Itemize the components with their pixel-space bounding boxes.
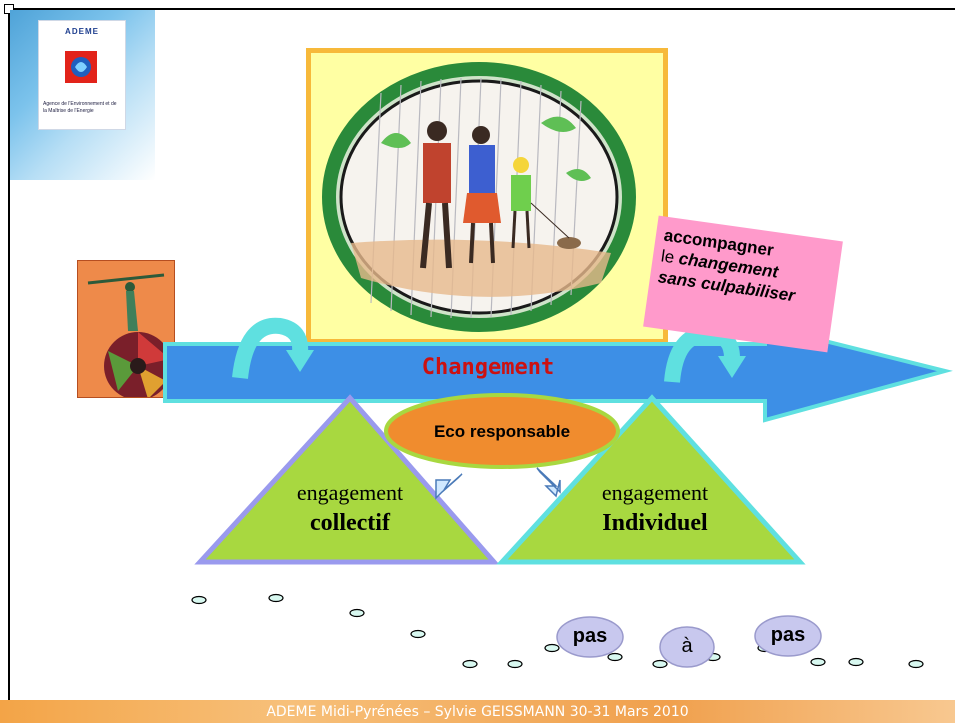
eco-label: Eco responsable [433,422,571,441]
eco-ellipse [384,393,620,469]
arrow-label: Changement [421,355,555,380]
diagonal-arrow-right-icon [536,467,561,498]
step-bubble-middle [659,626,715,668]
balancing-figure-drawing [78,261,174,397]
family-illustration [306,48,668,344]
curved-arrow-left-icon [232,317,314,379]
slide-frame [8,8,955,723]
triangle-collectif [194,394,500,565]
ademe-logo: ADEME Agence de l'Environnement et de la… [38,20,126,130]
collectif-line1: engagement [296,480,404,505]
step-label-right: pas [770,624,806,646]
pink-note-text: accompagner le changement sans culpabili… [657,225,840,312]
corner-marker [4,4,14,14]
step-label-left: pas [572,625,608,647]
family-drawing [322,62,636,332]
logo-subtitle: Agence de l'Environnement et de la Maîtr… [43,101,117,114]
ademe-emblem-icon [65,51,97,83]
step-label-middle: à [681,635,693,657]
logo-title: ADEME [65,27,99,36]
diagonal-arrow-left-icon [435,473,463,500]
footstep-trail [191,593,924,669]
step-bubble-right [754,615,822,657]
triangle-individuel [496,394,806,565]
step-bubble-left [556,616,624,658]
individuel-line1: engagement [601,480,709,505]
unicycle-woman-image [77,260,175,398]
footer-bar [0,700,955,723]
footer-text: ADEME Midi-Pyrénées – Sylvie GEISSMANN 3… [266,704,689,720]
collectif-line2: collectif [310,510,390,536]
individuel-line2: Individuel [602,510,708,536]
